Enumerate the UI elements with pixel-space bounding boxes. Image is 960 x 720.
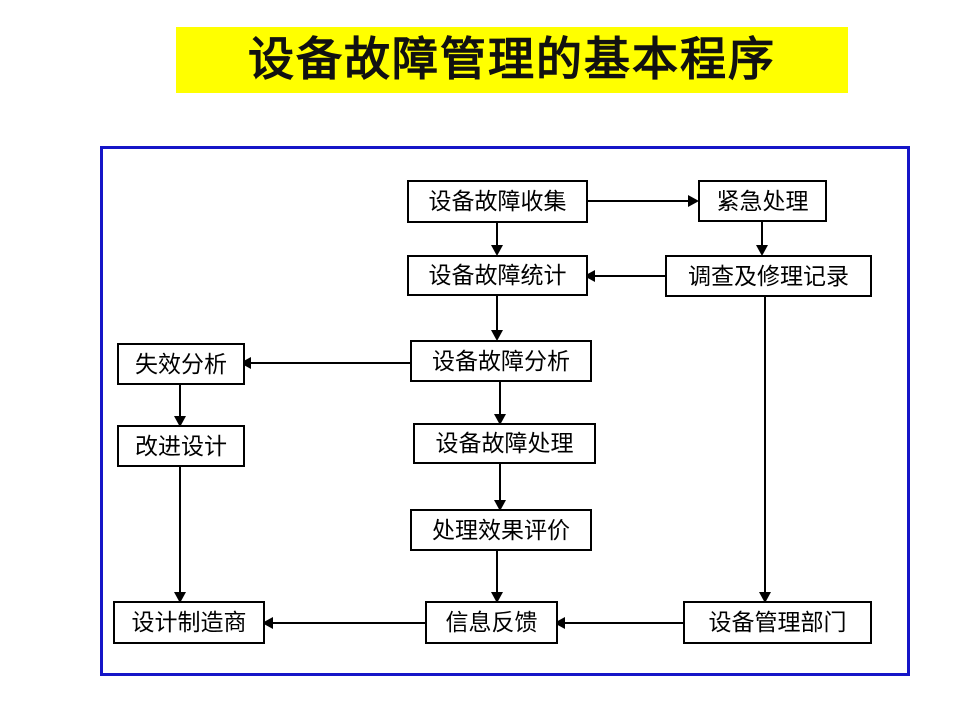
edge-analysis-to-handle-arrowhead bbox=[494, 414, 506, 425]
node-collect-label: 设备故障收集 bbox=[428, 189, 567, 214]
node-fault-analysis-label: 设备故障分析 bbox=[432, 348, 570, 374]
node-manufacturer[interactable]: 设计制造商 bbox=[113, 601, 265, 644]
node-improve-design-label: 改进设计 bbox=[135, 433, 227, 459]
edge-feedback-to-maker bbox=[270, 622, 425, 624]
node-statistic[interactable]: 设备故障统计 bbox=[407, 255, 588, 296]
flowchart-panel bbox=[100, 146, 910, 676]
edge-collect-to-emergency-arrowhead bbox=[688, 195, 699, 207]
node-record-label: 调查及修理记录 bbox=[688, 263, 849, 289]
edge-evaluate-to-feedback bbox=[496, 551, 498, 597]
edge-statistic-to-analysis-arrowhead bbox=[491, 330, 503, 341]
edge-dept-to-feedback-arrowhead bbox=[554, 617, 565, 629]
node-effect-evaluation-label: 处理效果评价 bbox=[432, 517, 570, 543]
slide-title-banner: 设备故障管理的基本程序 bbox=[176, 27, 848, 93]
edge-evaluate-to-feedback-arrowhead bbox=[491, 592, 503, 603]
edge-emergency-to-record-arrowhead bbox=[756, 245, 768, 256]
edge-analysis-to-failure bbox=[249, 362, 410, 364]
edge-failure-to-improve bbox=[179, 385, 181, 421]
node-collect[interactable]: 设备故障收集 bbox=[407, 180, 588, 223]
page-title: 设备故障管理的基本程序 bbox=[248, 34, 776, 85]
edge-collect-to-statistic-arrowhead bbox=[491, 245, 503, 256]
node-emergency-label: 紧急处理 bbox=[716, 188, 809, 214]
edge-statistic-to-analysis bbox=[496, 296, 498, 336]
edge-improve-to-maker bbox=[179, 467, 181, 597]
edge-handle-to-evaluate bbox=[499, 464, 501, 505]
node-fault-handling[interactable]: 设备故障处理 bbox=[413, 423, 596, 464]
node-manufacturer-label: 设计制造商 bbox=[131, 610, 247, 635]
edge-improve-to-maker-arrowhead bbox=[174, 592, 186, 603]
node-equipment-department-label: 设备管理部门 bbox=[708, 610, 847, 635]
edge-emergency-to-record bbox=[761, 222, 763, 249]
edge-record-to-dept-arrowhead bbox=[759, 592, 771, 603]
edge-record-to-statistic bbox=[592, 275, 665, 277]
edge-feedback-to-maker-arrowhead bbox=[262, 617, 273, 629]
edge-record-to-statistic-arrowhead bbox=[584, 270, 595, 282]
node-fault-handling-label: 设备故障处理 bbox=[435, 431, 574, 456]
edge-collect-to-statistic bbox=[496, 223, 498, 249]
edge-failure-to-improve-arrowhead bbox=[174, 416, 186, 427]
node-improve-design[interactable]: 改进设计 bbox=[117, 425, 245, 467]
edge-collect-to-emergency bbox=[588, 200, 690, 202]
edge-dept-to-feedback bbox=[562, 622, 683, 624]
edge-record-to-dept bbox=[764, 297, 766, 597]
edge-analysis-to-handle bbox=[499, 382, 501, 419]
node-feedback-label: 信息反馈 bbox=[445, 610, 538, 635]
node-fault-analysis[interactable]: 设备故障分析 bbox=[410, 340, 592, 382]
node-equipment-department[interactable]: 设备管理部门 bbox=[683, 601, 872, 644]
node-statistic-label: 设备故障统计 bbox=[428, 263, 567, 288]
node-feedback[interactable]: 信息反馈 bbox=[425, 601, 558, 644]
node-failure-analysis-label: 失效分析 bbox=[135, 351, 227, 377]
node-failure-analysis[interactable]: 失效分析 bbox=[117, 343, 245, 385]
edge-handle-to-evaluate-arrowhead bbox=[494, 500, 506, 511]
node-record[interactable]: 调查及修理记录 bbox=[665, 255, 872, 297]
edge-analysis-to-failure-arrowhead bbox=[240, 357, 251, 369]
node-emergency[interactable]: 紧急处理 bbox=[698, 180, 827, 222]
node-effect-evaluation[interactable]: 处理效果评价 bbox=[410, 509, 592, 551]
